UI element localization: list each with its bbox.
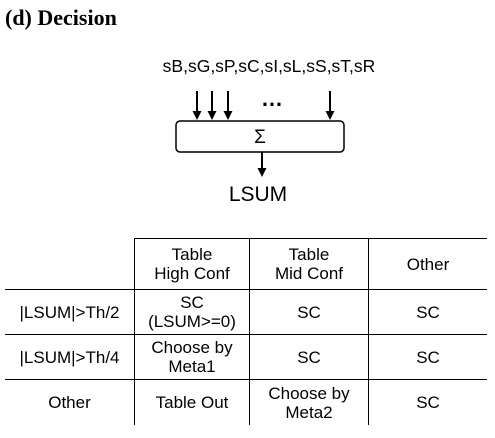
section-heading: (d) Decision: [5, 5, 117, 30]
header-cell-corner: [5, 238, 135, 290]
table-cell: SC: [368, 289, 487, 335]
sum-symbol: Σ: [254, 127, 266, 148]
row-label-cell: |LSUM|>Th/4: [5, 334, 135, 380]
summation-diagram: sB,sG,sP,sC,sI,sL,sS,sT,sR … Σ LSUM: [163, 56, 376, 206]
summation-box: [175, 120, 345, 153]
table-row: Other Table Out Choose by Meta2 SC: [5, 379, 487, 425]
table-row: |LSUM|>Th/4 Choose by Meta1 SC SC: [5, 334, 487, 380]
row-label-cell: |LSUM|>Th/2: [5, 289, 135, 335]
table-cell: SC: [249, 334, 369, 380]
input-arrow-3: [223, 91, 233, 120]
header-cell-table-high-conf: Table High Conf: [134, 238, 250, 290]
table-cell: Choose by Meta1: [134, 334, 250, 380]
ellipsis: …: [261, 86, 283, 111]
inputs-label: sB,sG,sP,sC,sI,sL,sS,sT,sR: [163, 56, 376, 76]
table-header-row: Table High Conf Table Mid Conf Other: [5, 238, 487, 290]
table-cell: SC: [368, 334, 487, 380]
header-cell-other: Other: [368, 238, 487, 290]
decision-table: Table High Conf Table Mid Conf Other |LS…: [5, 238, 487, 425]
table-cell: SC (LSUM>=0): [134, 289, 250, 335]
header-cell-table-mid-conf: Table Mid Conf: [249, 238, 369, 290]
table-row: |LSUM|>Th/2 SC (LSUM>=0) SC SC: [5, 289, 487, 335]
table-cell: SC: [368, 379, 487, 425]
table-cell: Choose by Meta2: [249, 379, 369, 425]
output-arrow: [257, 152, 267, 177]
table-cell: SC: [249, 289, 369, 335]
row-label-cell: Other: [5, 379, 135, 425]
input-arrow-1: [192, 91, 202, 120]
output-label: LSUM: [229, 183, 287, 206]
table-cell: Table Out: [134, 379, 250, 425]
input-arrow-2: [207, 91, 217, 120]
input-arrow-last: [325, 91, 335, 120]
